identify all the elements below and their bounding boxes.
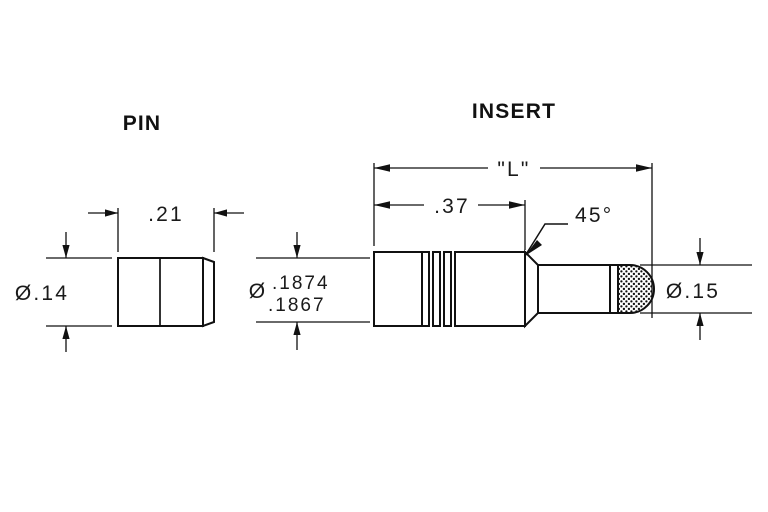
chamfer-leader-arrow [525, 240, 542, 256]
insert-collar [609, 264, 619, 314]
insert-groove-2 [432, 251, 441, 327]
insert-tip-arrow-bottom [696, 313, 704, 326]
insert-tip-diameter-dimension: Ø.15 [640, 238, 752, 340]
chamfer-note-label: 45° [575, 204, 613, 227]
insert-dia-arrow-bottom [293, 322, 301, 335]
pin-body-geometry [117, 256, 215, 328]
insert-view: INSERT [249, 100, 752, 350]
pin-diameter-label: Ø.14 [15, 282, 69, 305]
pin-view: PIN .21 [15, 112, 244, 352]
insert-body-diameter-dimension: Ø .1874 .1867 [249, 232, 370, 350]
insert-rear-body [373, 251, 423, 327]
pin-length-dimension: .21 [88, 203, 244, 252]
insert-diameter-symbol: Ø [249, 280, 268, 303]
insert-groove-3 [443, 251, 452, 327]
chamfer-leader-line [524, 223, 568, 257]
insert-L-arrow-left [374, 164, 390, 172]
insert-body-length-label: .37 [434, 195, 470, 218]
pin-diameter-dimension: Ø.14 [15, 232, 112, 352]
insert-tip-arrow-top [696, 252, 704, 265]
pin-end-cap [202, 256, 215, 328]
insert-mid-body [454, 251, 526, 327]
insert-dia-arrow-top [293, 245, 301, 258]
insert-overall-length-label: "L" [497, 158, 530, 181]
insert-body-length-dimension: .37 [374, 195, 526, 250]
pin-length-arrow-left [105, 209, 118, 217]
insert-37-arrow-right [509, 201, 525, 209]
insert-nose-body [537, 264, 611, 314]
chamfer-note-group: 45° [524, 204, 613, 257]
insert-body-diameter-min-label: .1867 [268, 295, 326, 316]
pin-view-title: PIN [123, 112, 162, 135]
insert-tip-diameter-label: Ø.15 [666, 280, 720, 303]
insert-body-geometry [373, 249, 655, 329]
insert-ball-tip [617, 264, 655, 314]
insert-chamfer-taper [524, 249, 539, 329]
insert-L-arrow-right [636, 164, 652, 172]
pin-length-arrow-right [214, 209, 227, 217]
insert-view-title: INSERT [472, 100, 556, 123]
insert-37-arrow-left [374, 201, 390, 209]
pin-dia-arrow-top [62, 245, 70, 258]
pin-dia-arrow-bottom [62, 326, 70, 339]
insert-groove-1 [421, 251, 430, 327]
insert-body-diameter-max-label: .1874 [272, 273, 330, 294]
pin-length-label: .21 [148, 203, 184, 226]
